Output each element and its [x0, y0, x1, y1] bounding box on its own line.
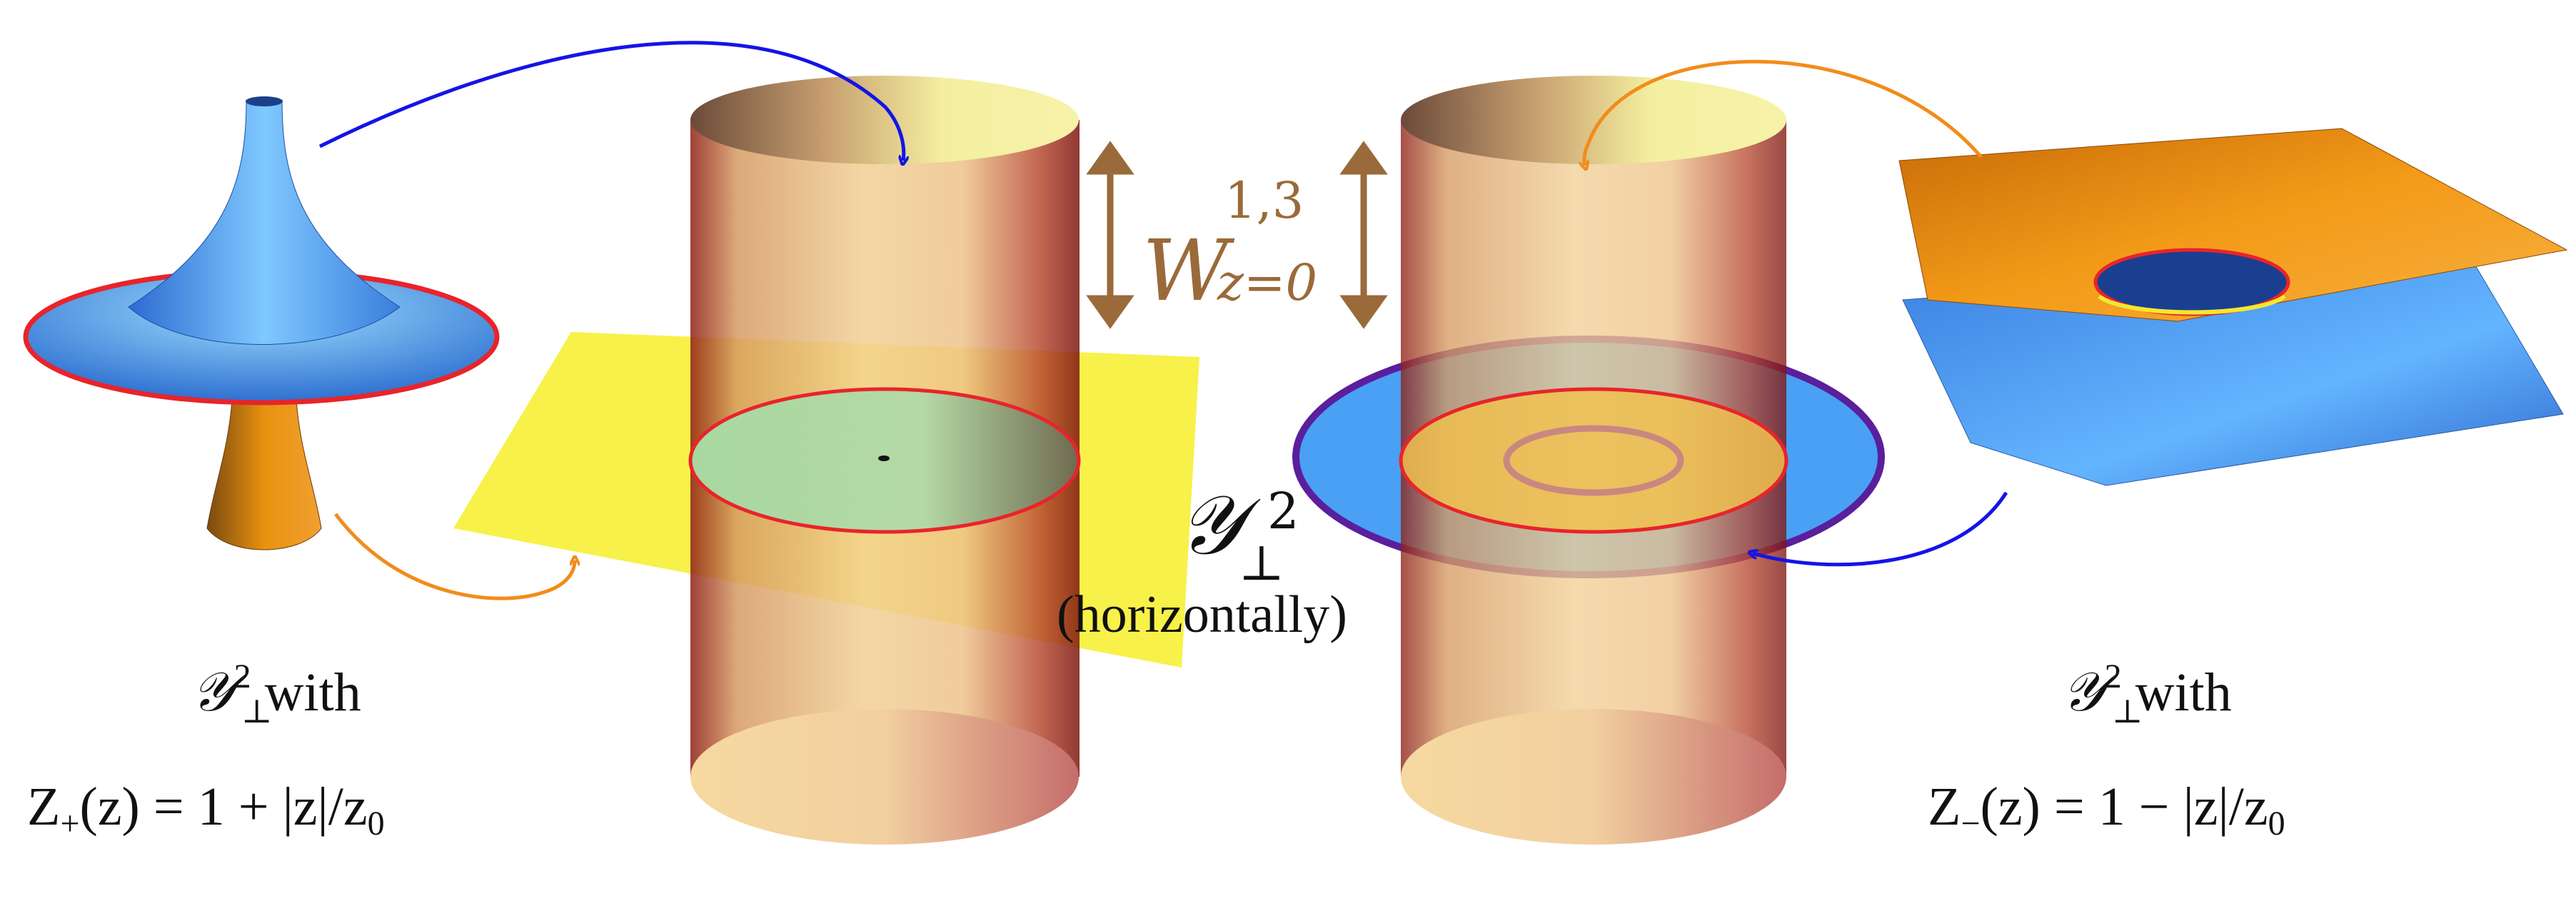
w-label-base: W — [1142, 221, 1235, 320]
svg-text:𝒴2 with: 𝒴2 with — [2062, 658, 2232, 723]
w-label-sub: z=0 — [1217, 253, 1317, 312]
center-y-label: 𝒴 2 ⊥ (horizontally) — [1057, 478, 1347, 644]
blue-arrow-top — [318, 41, 904, 161]
left-blue-neck — [128, 99, 401, 345]
left-caption-y-sub: ⊥ — [241, 693, 272, 730]
right-formula-rest: (z) = 1 − |z|/z — [1981, 777, 2268, 837]
center-y-sup: 2 — [1267, 482, 1299, 540]
w-label-sup: 1,3 — [1224, 171, 1304, 230]
left-formula-zero: 0 — [368, 805, 385, 842]
center-y-sub: ⊥ — [1239, 535, 1284, 592]
left-formula-z: Z — [27, 777, 60, 837]
right-formula-z: Z — [1928, 777, 1961, 837]
right-caption: 𝒴2 with ⊥ Z−(z) = 1 − |z|/z0 — [1928, 658, 2285, 842]
left-formula-rest: (z) = 1 + |z|/z — [80, 777, 368, 837]
left-caption: 𝒴2 with ⊥ Z+(z) = 1 + |z|/z0 — [27, 658, 385, 842]
left-caption-with: with — [251, 663, 361, 723]
right-formula-sub: − — [1961, 805, 1980, 842]
orange-arrow-bottom — [334, 513, 575, 600]
right-caption-y-sup: 2 — [2105, 658, 2122, 695]
left-orange-stem — [206, 399, 322, 550]
orange-arrow-top — [1584, 59, 1983, 166]
blue-arrow-bottom — [1753, 491, 2008, 567]
right-inner-ring — [1503, 425, 1684, 496]
right-formula-zero: 0 — [2268, 805, 2285, 842]
w-bracket-left — [1086, 141, 1134, 329]
left-neck-top — [246, 96, 283, 106]
right-caption-y-sub: ⊥ — [2112, 693, 2143, 730]
right-caption-with: with — [2122, 663, 2232, 723]
svg-text:𝒴2 with: 𝒴2 with — [191, 658, 361, 723]
right-inner-disk — [1399, 387, 1788, 534]
left-cylinder — [688, 76, 1081, 845]
svg-text:Z+(z) = 1 + |z|/z0: Z+(z) = 1 + |z|/z0 — [27, 777, 385, 842]
right-orange-sheet — [1898, 128, 2568, 322]
w-bracket-right — [1339, 141, 1388, 329]
horizontally-label: (horizontally) — [1057, 585, 1347, 644]
w-label: W 1,3 z=0 — [1142, 171, 1317, 320]
center-dot — [878, 455, 890, 461]
left-wormhole-surface — [23, 96, 500, 550]
left-caption-y-sup: 2 — [234, 658, 251, 695]
right-wormhole-surface — [1898, 128, 2568, 486]
right-cylinder — [1292, 76, 1885, 845]
left-formula-sub: + — [60, 805, 79, 842]
svg-text:Z−(z) = 1 − |z|/z0: Z−(z) = 1 − |z|/z0 — [1928, 777, 2285, 842]
